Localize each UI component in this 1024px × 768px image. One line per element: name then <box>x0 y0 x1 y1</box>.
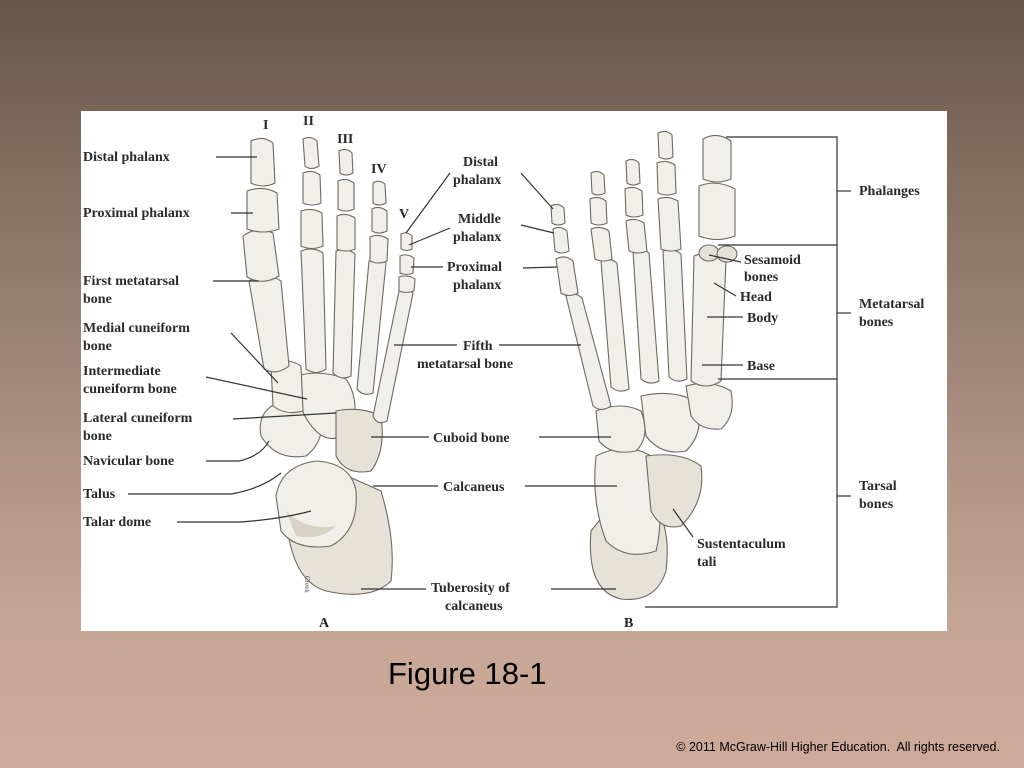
copyright-notice: © 2011 McGraw-Hill Higher Education. All… <box>676 740 1000 754</box>
artist-signature: Creek <box>303 576 311 593</box>
label-head: Head <box>740 290 772 305</box>
toe-numeral-1: I <box>263 118 268 133</box>
label-body: Body <box>747 311 778 326</box>
foot-bones-figure: Creek <box>81 111 947 631</box>
label-metatarsal-bones-line1: Metatarsal <box>859 297 924 312</box>
label-navicular-bone: Navicular bone <box>83 454 174 469</box>
label-intermediate-cuneiform-line2: cuneiform bone <box>83 382 177 397</box>
label-cuboid-bone: Cuboid bone <box>433 431 510 446</box>
label-base: Base <box>747 359 775 374</box>
label-first-metatarsal-line1: First metatarsal <box>83 274 179 289</box>
label-proximal-phalanx-center-line2: phalanx <box>453 278 501 293</box>
label-tuberosity-line2: calcaneus <box>445 599 503 614</box>
toe-numeral-4: IV <box>371 162 387 177</box>
label-sustentaculum-line1: Sustentaculum <box>697 537 786 552</box>
label-tarsal-bones-line2: bones <box>859 497 894 512</box>
label-middle-phalanx-line2: phalanx <box>453 230 501 245</box>
foot-b-illustration <box>550 130 738 600</box>
foot-skeleton-illustration: Creek <box>83 114 924 631</box>
label-phalanges: Phalanges <box>859 184 920 199</box>
label-metatarsal-bones-line2: bones <box>859 315 894 330</box>
label-distal-phalanx-center-line1: Distal <box>463 155 498 170</box>
label-first-metatarsal-line2: bone <box>83 292 112 307</box>
label-proximal-phalanx-center-line1: Proximal <box>447 260 502 275</box>
toe-numeral-3: III <box>337 132 353 147</box>
label-fifth-metatarsal-line1: Fifth <box>463 339 493 354</box>
toe-numeral-2: II <box>303 114 314 129</box>
label-middle-phalanx-line1: Middle <box>458 212 501 227</box>
label-medial-cuneiform-line2: bone <box>83 339 112 354</box>
view-letter-a: A <box>319 616 330 631</box>
toe-numeral-5: V <box>399 207 409 222</box>
label-tarsal-bones-line1: Tarsal <box>859 479 897 494</box>
label-sesamoid-line1: Sesamoid <box>744 253 801 268</box>
label-fifth-metatarsal-line2: metatarsal bone <box>417 357 513 372</box>
label-distal-phalanx-left: Distal phalanx <box>83 150 170 165</box>
label-proximal-phalanx-left: Proximal phalanx <box>83 206 190 221</box>
label-talar-dome: Talar dome <box>83 515 151 530</box>
label-distal-phalanx-center-line2: phalanx <box>453 173 501 188</box>
label-lateral-cuneiform-line1: Lateral cuneiform <box>83 411 193 426</box>
label-tuberosity-line1: Tuberosity of <box>431 581 510 596</box>
caption-text: Figure 18-1 <box>388 656 547 691</box>
label-lateral-cuneiform-line2: bone <box>83 429 112 444</box>
label-sesamoid-line2: bones <box>744 270 779 285</box>
label-talus: Talus <box>83 487 116 502</box>
tarsal-bracket <box>645 379 838 608</box>
view-letter-b: B <box>624 616 633 631</box>
label-sustentaculum-line2: tali <box>697 555 717 570</box>
label-intermediate-cuneiform-line1: Intermediate <box>83 364 161 379</box>
foot-a-illustration: Creek <box>242 136 416 595</box>
label-medial-cuneiform-line1: Medial cuneiform <box>83 321 190 336</box>
label-calcaneus: Calcaneus <box>443 480 505 495</box>
phalanges-bracket <box>718 136 838 246</box>
